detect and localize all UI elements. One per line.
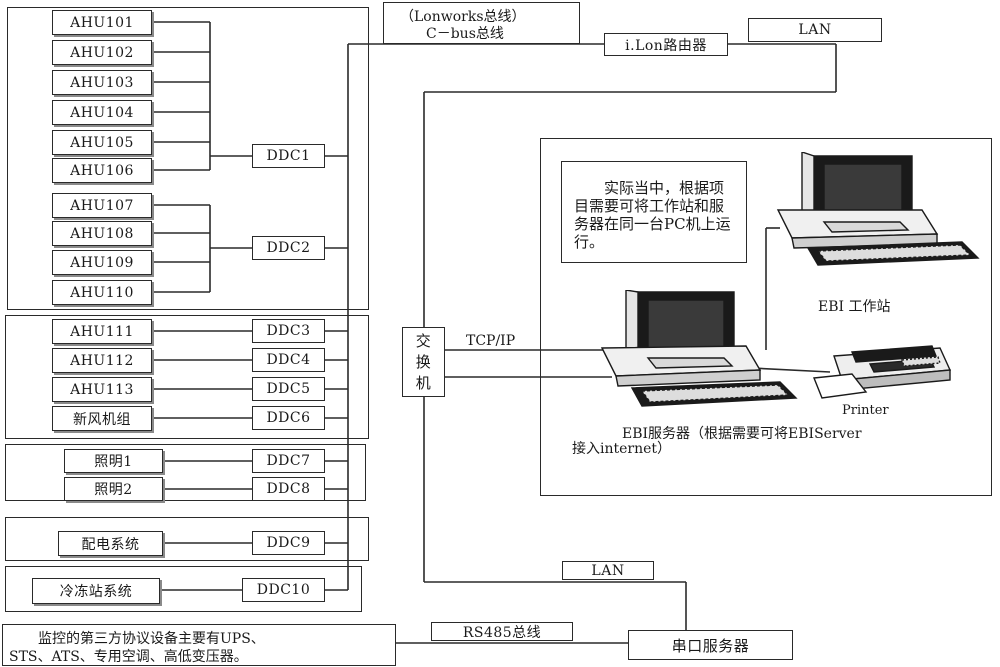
device-ahu102: AHU102 bbox=[52, 40, 152, 65]
ilon-router: i.Lon路由器 bbox=[604, 33, 728, 56]
ddc10-controller: DDC10 bbox=[242, 578, 325, 602]
ddc1-controller: DDC1 bbox=[252, 144, 325, 168]
device-ahu103: AHU103 bbox=[52, 70, 152, 95]
ddc7-controller: DDC7 bbox=[252, 449, 325, 473]
device-chiller-station: 冷冻站系统 bbox=[32, 578, 160, 604]
printer-icon bbox=[813, 345, 952, 399]
ddc8-controller: DDC8 bbox=[252, 477, 325, 501]
lan-bottom-label: LAN bbox=[562, 561, 654, 580]
switch-label: 交换机 bbox=[415, 331, 432, 392]
rs485-bus-label: RS485总线 bbox=[431, 622, 573, 641]
device-power-distribution: 配电系统 bbox=[58, 531, 163, 556]
ebi-workstation-label: EBI 工作站 bbox=[818, 299, 891, 315]
device-ahu101: AHU101 bbox=[52, 10, 152, 35]
device-fresh-air-unit: 新风机组 bbox=[52, 406, 152, 431]
device-lighting-1: 照明1 bbox=[64, 449, 163, 473]
ebi-server-label-line-1: EBI服务器（根据需要可将EBIServer bbox=[622, 426, 862, 442]
device-ahu107: AHU107 bbox=[52, 193, 152, 218]
device-ahu111: AHU111 bbox=[52, 319, 152, 344]
device-ahu106: AHU106 bbox=[52, 158, 152, 183]
device-ahu113: AHU113 bbox=[52, 377, 152, 402]
device-ahu109: AHU109 bbox=[52, 250, 152, 275]
ddc4-controller: DDC4 bbox=[252, 348, 325, 372]
lighting-group bbox=[5, 444, 366, 501]
power-distribution-group bbox=[5, 517, 369, 561]
device-ahu108: AHU108 bbox=[52, 221, 152, 246]
ddc1-ddc2-group bbox=[7, 7, 369, 310]
device-ahu104: AHU104 bbox=[52, 100, 152, 125]
network-switch: 交换机 bbox=[402, 327, 445, 397]
third-party-note-line-1: 监控的第三方协议设备主要有UPS、 bbox=[38, 631, 265, 647]
tcpip-label: TCP/IP bbox=[466, 333, 516, 349]
serial-port-server: 串口服务器 bbox=[628, 630, 793, 660]
lan-top-label: LAN bbox=[748, 18, 882, 42]
device-lighting-2: 照明2 bbox=[64, 477, 163, 501]
printer-label: Printer bbox=[842, 403, 889, 418]
ebi-server-pc-icon bbox=[600, 290, 798, 407]
ddc9-controller: DDC9 bbox=[252, 531, 325, 555]
bus-type-line-1: （Lonworks总线） bbox=[400, 9, 526, 25]
third-party-devices-note: 监控的第三方协议设备主要有UPS、 STS、ATS、专用空调、高低变压器。 bbox=[2, 624, 396, 666]
device-ahu110: AHU110 bbox=[52, 280, 152, 305]
ddc6-controller: DDC6 bbox=[252, 406, 325, 430]
ddc5-controller: DDC5 bbox=[252, 377, 325, 401]
ddc3-controller: DDC3 bbox=[252, 319, 325, 343]
workstation-server-note: 实际当中，根据项目需要可将工作站和服务器在同一台PC机上运行。 bbox=[561, 161, 747, 263]
device-ahu105: AHU105 bbox=[52, 130, 152, 155]
bus-type-note: （Lonworks总线） C－bus总线 bbox=[383, 2, 580, 44]
third-party-note-line-2: STS、ATS、专用空调、高低变压器。 bbox=[9, 649, 248, 665]
ddc3-ddc6-group bbox=[5, 315, 369, 439]
workstation-pc-icon bbox=[776, 152, 980, 266]
ebi-system-frame bbox=[540, 138, 992, 496]
device-ahu112: AHU112 bbox=[52, 348, 152, 373]
chiller-group bbox=[5, 566, 362, 612]
ddc2-controller: DDC2 bbox=[252, 236, 325, 260]
bus-type-line-2: C－bus总线 bbox=[426, 26, 504, 42]
ebi-server-label-line-2: 接入internet） bbox=[572, 441, 672, 457]
